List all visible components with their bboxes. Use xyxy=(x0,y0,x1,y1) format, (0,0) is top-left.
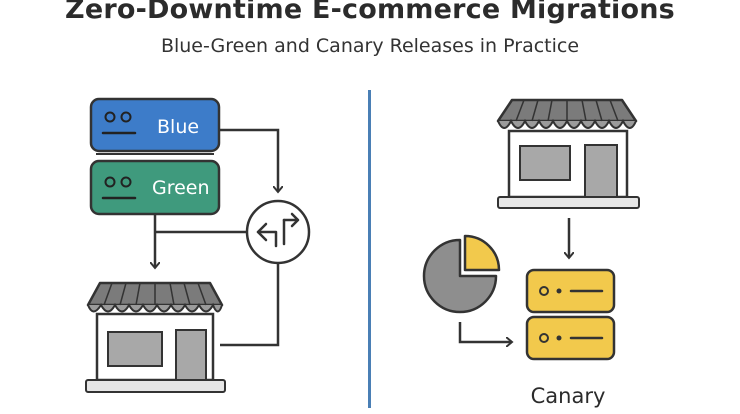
pie-chart-icon xyxy=(422,234,501,314)
router-to-store-path xyxy=(220,263,280,347)
router-switch-icon xyxy=(245,199,311,265)
page-subtitle: Blue-Green and Canary Releases in Practi… xyxy=(160,35,580,57)
green-server-icon: Green xyxy=(89,159,221,216)
panel-divider xyxy=(368,90,371,408)
page-title: Zero-Downtime E-commerce Migrations xyxy=(65,0,675,25)
pie-to-canary-arrow xyxy=(458,322,512,342)
canary-label: Canary xyxy=(531,384,606,408)
blue-server-label: Blue xyxy=(157,116,199,138)
right-storefront-icon xyxy=(496,98,640,209)
blue-to-router-arrow xyxy=(219,128,278,192)
left-storefront-icon xyxy=(85,281,226,393)
green-server-label: Green xyxy=(152,177,210,199)
blue-server-icon: Blue xyxy=(89,97,221,153)
canary-server-icon xyxy=(525,268,616,361)
